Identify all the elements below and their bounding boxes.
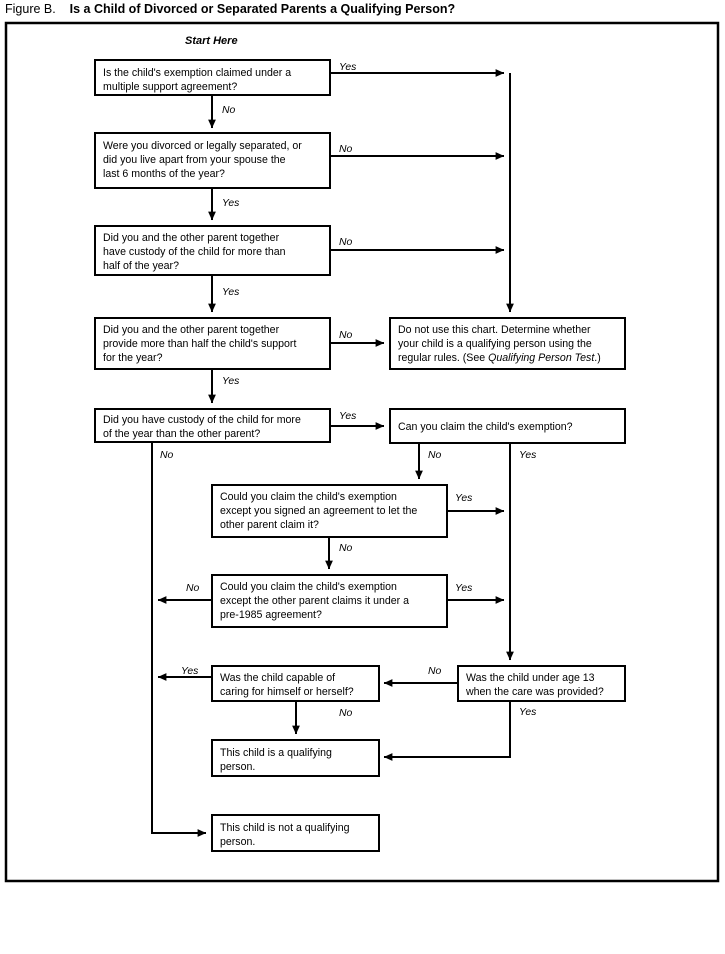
edge-label-n9-no: No bbox=[186, 583, 200, 594]
node-line: of the year than the other parent? bbox=[103, 428, 260, 440]
node-signed-agreement-exemption[interactable]: Could you claim the child's exemption ex… bbox=[211, 484, 448, 538]
node-line: half of the year? bbox=[103, 260, 179, 272]
node-multiple-support-agreement[interactable]: Is the child's exemption claimed under a… bbox=[94, 59, 331, 96]
node-box[interactable] bbox=[457, 665, 626, 702]
figure-title: Is a Child of Divorced or Separated Pare… bbox=[69, 2, 456, 16]
node-line: when the care was provided? bbox=[465, 686, 604, 698]
node-is-qualifying-person[interactable]: This child is a qualifying person. bbox=[211, 739, 380, 777]
node-box[interactable] bbox=[211, 814, 380, 852]
node-line: Can you claim the child's exemption? bbox=[398, 421, 573, 433]
node-line: This child is a qualifying bbox=[220, 747, 332, 759]
edge-label-n3-yes: Yes bbox=[222, 287, 239, 298]
node-line: Do not use this chart. Determine whether bbox=[398, 324, 591, 336]
node-line: Is the child's exemption claimed under a bbox=[103, 67, 291, 79]
node-custody-more-of-year[interactable]: Did you have custody of the child for mo… bbox=[94, 408, 331, 443]
node-line: pre-1985 agreement? bbox=[220, 609, 322, 621]
node-not-qualifying-person[interactable]: This child is not a qualifying person. bbox=[211, 814, 380, 852]
edge-label-n2-no: No bbox=[339, 144, 353, 155]
edge-label-n4-no: No bbox=[339, 330, 353, 341]
edge-labels: Yes No No Yes No Yes No Yes Yes No No Ye… bbox=[160, 62, 536, 719]
node-line-pre: regular rules. (See bbox=[398, 352, 488, 364]
edge-label-n7-no: No bbox=[428, 450, 442, 461]
node-box[interactable] bbox=[389, 408, 626, 444]
node-line: other parent claim it? bbox=[220, 519, 319, 531]
qualifying-person-test-italic: Qualifying Person Test bbox=[488, 352, 595, 364]
edge-label-n6-no: No bbox=[160, 450, 174, 461]
node-child-under-age-13[interactable]: Was the child under age 13 when the care… bbox=[457, 665, 626, 702]
edge-label-n3-no: No bbox=[339, 237, 353, 248]
edge-label-n10-no: No bbox=[339, 708, 353, 719]
edge-n11-yes bbox=[383, 700, 511, 761]
edge-label-n4-yes: Yes bbox=[222, 376, 239, 387]
edge-label-n8-no: No bbox=[339, 543, 353, 554]
node-box[interactable] bbox=[211, 574, 448, 628]
node-box[interactable] bbox=[389, 317, 626, 370]
node-line: did you live apart from your spouse the bbox=[103, 154, 286, 166]
node-line: Did you and the other parent together bbox=[103, 232, 280, 244]
edge-label-n7-yes: Yes bbox=[519, 450, 536, 461]
edge-label-n1-no: No bbox=[222, 105, 236, 116]
edge-label-n1-yes: Yes bbox=[339, 62, 356, 73]
node-line: Did you and the other parent together bbox=[103, 324, 280, 336]
figure-label: Figure B. bbox=[5, 2, 56, 16]
node-box[interactable] bbox=[94, 225, 331, 276]
node-line: Were you divorced or legally separated, … bbox=[103, 140, 302, 152]
node-divorced-or-separated[interactable]: Were you divorced or legally separated, … bbox=[94, 132, 331, 189]
node-joint-custody-half-year[interactable]: Did you and the other parent together ha… bbox=[94, 225, 331, 276]
node-line: Could you claim the child's exemption bbox=[220, 581, 397, 593]
start-here-label: Start Here bbox=[185, 35, 238, 47]
node-box[interactable] bbox=[94, 132, 331, 189]
node-line: person. bbox=[220, 761, 255, 773]
node-parents-provide-half-support[interactable]: Did you and the other parent together pr… bbox=[94, 317, 331, 370]
node-line: for the year? bbox=[103, 352, 163, 364]
figure-caption: Figure B. Is a Child of Divorced or Sepa… bbox=[5, 1, 455, 17]
edge-label-n8-yes: Yes bbox=[455, 493, 472, 504]
figure-border bbox=[4, 21, 720, 883]
node-line: except you signed an agreement to let th… bbox=[220, 505, 417, 517]
node-line: except the other parent claims it under … bbox=[220, 595, 409, 607]
connectors bbox=[151, 69, 514, 837]
edge-label-n11-yes: Yes bbox=[519, 707, 536, 718]
node-box[interactable] bbox=[94, 59, 331, 96]
node-line: last 6 months of the year? bbox=[103, 168, 225, 180]
node-do-not-use-this-chart[interactable]: Do not use this chart. Determine whether… bbox=[389, 317, 626, 370]
node-line: Could you claim the child's exemption bbox=[220, 491, 397, 503]
node-line: person. bbox=[220, 836, 255, 848]
edge-label-n6-yes: Yes bbox=[339, 411, 356, 422]
node-box[interactable] bbox=[94, 317, 331, 370]
node-line: Was the child under age 13 bbox=[466, 672, 595, 684]
node-line: This child is not a qualifying bbox=[220, 822, 350, 834]
node-line: Did you have custody of the child for mo… bbox=[103, 414, 301, 426]
edge-label-n11-no: No bbox=[428, 666, 442, 677]
node-line-post: .) bbox=[594, 352, 600, 364]
node-box[interactable] bbox=[211, 665, 380, 702]
node-line: have custody of the child for more than bbox=[103, 246, 286, 258]
edge-label-n10-yes: Yes bbox=[181, 666, 198, 677]
node-child-capable-of-self-care[interactable]: Was the child capable of caring for hims… bbox=[211, 665, 380, 702]
node-pre-1985-agreement-exemption[interactable]: Could you claim the child's exemption ex… bbox=[211, 574, 448, 628]
node-box[interactable] bbox=[211, 739, 380, 777]
edge-n6-no bbox=[151, 442, 207, 837]
node-box[interactable] bbox=[211, 484, 448, 538]
node-line: caring for himself or herself? bbox=[220, 686, 354, 698]
node-can-you-claim-exemption[interactable]: Can you claim the child's exemption? bbox=[389, 408, 626, 444]
node-line: provide more than half the child's suppo… bbox=[103, 338, 296, 350]
node-line: your child is a qualifying person using … bbox=[398, 338, 592, 350]
node-line-italic-mix: regular rules. (See Qualifying Person Te… bbox=[398, 352, 601, 364]
node-line: Was the child capable of bbox=[220, 672, 335, 684]
edge-label-n2-yes: Yes bbox=[222, 198, 239, 209]
node-line: multiple support agreement? bbox=[103, 81, 237, 93]
edge-label-n9-yes: Yes bbox=[455, 583, 472, 594]
node-box[interactable] bbox=[94, 408, 331, 443]
